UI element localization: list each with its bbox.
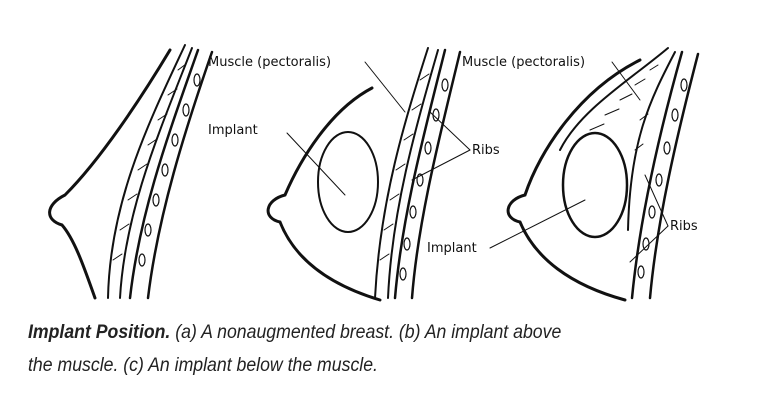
label-ribs-c: Ribs xyxy=(670,219,698,234)
breast-outline-b xyxy=(266,86,382,302)
caption-line-1: Implant Position. (a) A nonaugmented bre… xyxy=(28,322,716,344)
leader-lines-c xyxy=(489,61,669,263)
panel-c-below-muscle: Muscle (pectoralis) Implant Ribs xyxy=(427,47,700,302)
ribs-b xyxy=(393,48,462,300)
breast-outline-a xyxy=(48,48,172,300)
caption-title: Implant Position. xyxy=(28,322,171,343)
rib-ovals-b xyxy=(399,78,449,281)
implant-c xyxy=(561,131,629,239)
caption-line1-text: (a) A nonaugmented breast. (b) An implan… xyxy=(170,322,562,343)
label-muscle-c: Muscle (pectoralis) xyxy=(462,55,585,70)
ribs-a xyxy=(128,48,214,300)
breast-outline-c xyxy=(506,58,642,302)
panel-b-above-muscle: Muscle (pectoralis) Implant Ribs xyxy=(208,47,500,302)
muscle-hatching-a xyxy=(112,63,187,261)
muscle-c xyxy=(559,47,676,231)
rib-ovals-a xyxy=(138,73,201,267)
label-implant-c: Implant xyxy=(427,241,477,256)
label-muscle-b: Muscle (pectoralis) xyxy=(208,55,331,70)
muscle-hatching-b xyxy=(379,73,430,261)
ribs-c xyxy=(630,50,700,300)
muscle-a xyxy=(107,44,193,299)
rib-ovals-c xyxy=(637,78,688,279)
implant-b xyxy=(317,131,379,233)
panel-a-nonaugmented xyxy=(48,44,214,300)
muscle-hatching-c xyxy=(589,64,659,151)
caption-line-2: the muscle. (c) An implant below the mus… xyxy=(28,355,378,376)
leader-lines-b xyxy=(286,61,471,196)
muscle-b xyxy=(374,47,439,299)
label-implant-b: Implant xyxy=(208,123,258,138)
label-ribs-b: Ribs xyxy=(472,143,500,158)
